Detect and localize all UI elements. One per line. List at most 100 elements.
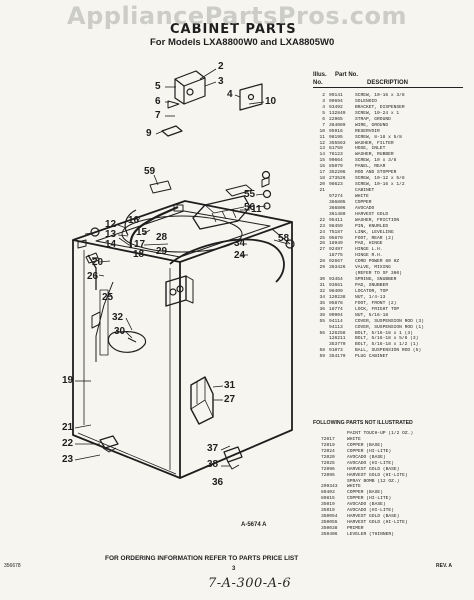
part-description: PAD, HINGE bbox=[355, 241, 383, 247]
figure-reference: A-5674 A bbox=[241, 522, 267, 528]
part-number: 350055 bbox=[321, 520, 338, 526]
part-number: 72024 bbox=[321, 448, 335, 454]
part-number: 89815 bbox=[321, 496, 335, 502]
part-description: SOLENOID bbox=[355, 98, 378, 104]
col-description-label: DESCRIPTION bbox=[367, 80, 409, 86]
callout-25: 25 bbox=[102, 292, 114, 303]
part-number: 354179 bbox=[329, 354, 346, 360]
dispenser-assembly bbox=[192, 184, 253, 230]
part-description: SCREW, 10-12 x 5/8 bbox=[355, 176, 405, 182]
not-illustrated-heading: FOLLOWING PARTS NOT ILLUSTRATED bbox=[313, 420, 413, 426]
part-number: 364089 bbox=[329, 122, 346, 128]
callout-6: 6 bbox=[155, 96, 161, 107]
part-number: 92667 bbox=[329, 259, 343, 265]
part-description: AVOCADO (HI-LITE) bbox=[347, 460, 394, 466]
part-illus-no: 22 bbox=[319, 217, 325, 223]
part-number: 132849 bbox=[329, 110, 346, 116]
part-description: PLUG CABINET bbox=[355, 354, 389, 360]
part-number: 350406 bbox=[321, 531, 338, 537]
part-number: 98195 bbox=[329, 134, 343, 140]
part-illus-no: 4 bbox=[322, 104, 325, 110]
callout-32: 32 bbox=[112, 312, 124, 323]
part-number: 94113 bbox=[329, 324, 343, 330]
part-number: 93492 bbox=[329, 104, 343, 110]
part-number: 90664 bbox=[329, 158, 343, 164]
parts-row: 11 98195 SCREW, 8-18 x 5/8 bbox=[313, 135, 468, 141]
revision: REV. A bbox=[436, 563, 453, 569]
part-description: LOCATOR, TOP bbox=[355, 288, 389, 294]
part-number: 98409 bbox=[329, 288, 343, 294]
part-illus-no: 36 bbox=[319, 306, 325, 312]
callout-31: 31 bbox=[224, 380, 236, 391]
part-illus-no: 17 bbox=[319, 170, 325, 176]
part-illus-no: 59 bbox=[319, 354, 325, 360]
callout-27: 27 bbox=[224, 394, 236, 405]
doc-number: 356678 bbox=[4, 563, 21, 569]
callout-9: 9 bbox=[146, 128, 152, 139]
part-number: 97274 bbox=[329, 193, 343, 199]
callout-20: 20 bbox=[92, 257, 104, 268]
callout-38: 38 bbox=[207, 459, 219, 470]
part-illus-no: 58 bbox=[319, 348, 325, 354]
part-illus-no: 55 bbox=[319, 318, 325, 324]
callout-14: 14 bbox=[105, 239, 117, 250]
part-illus-no: 35 bbox=[319, 300, 325, 306]
part-illus-no: 31 bbox=[319, 283, 325, 288]
col-illus-label: Illus. bbox=[313, 72, 327, 78]
part-illus-no: 34 bbox=[319, 294, 325, 300]
col-no-label: No. bbox=[313, 80, 323, 86]
part-description: SCREW, 10-16 x 1/2 bbox=[355, 182, 405, 188]
power-cord bbox=[169, 238, 285, 283]
callout-3: 3 bbox=[218, 76, 224, 87]
callout-26: 26 bbox=[87, 271, 99, 282]
part-number: 89403 bbox=[321, 490, 335, 496]
callout-58: 58 bbox=[278, 233, 290, 244]
part-description: WHITE bbox=[347, 484, 361, 490]
part-number: 22965 bbox=[329, 116, 343, 122]
callout-4: 4 bbox=[227, 89, 233, 100]
part-number: 93454 bbox=[329, 277, 343, 283]
part-description: BALL, SUSPENSION ROD (5) bbox=[355, 348, 422, 354]
parts-row: 59 354179 PLUG CABINET bbox=[313, 354, 468, 360]
part-description: VALVE, MIXING bbox=[355, 265, 391, 271]
part-number: 75187 bbox=[329, 229, 343, 235]
callout-21: 21 bbox=[62, 422, 74, 433]
part-illus-no: 21 bbox=[319, 188, 325, 193]
cabinet bbox=[72, 200, 293, 479]
callout-23: 23 bbox=[62, 454, 74, 465]
part-illus-no: 25 bbox=[319, 235, 325, 241]
callout-36: 36 bbox=[212, 477, 224, 488]
part-number: 18774 bbox=[329, 306, 343, 312]
handwritten-note: 7-A-300-A-6 bbox=[208, 576, 292, 591]
part-illus-no: 10 bbox=[319, 128, 325, 134]
part-description: WASHER, FILTER bbox=[355, 140, 394, 146]
part-description: NUT, 5/16-18 bbox=[355, 312, 389, 318]
part-number: 126211 bbox=[329, 336, 346, 342]
not-illustrated-row: SPRAY BOMB (12 OZ.) bbox=[313, 479, 468, 485]
part-illus-no: 29 bbox=[319, 265, 325, 271]
part-description: CABINET bbox=[355, 188, 375, 193]
part-illus-no: 38 bbox=[319, 312, 325, 318]
part-number: 18775 bbox=[329, 253, 343, 259]
part-number: 95879 bbox=[329, 235, 343, 241]
part-description: SCREW, 8-18 x 5/8 bbox=[355, 134, 402, 140]
part-illus-no: 14 bbox=[319, 152, 325, 158]
part-number: 85079 bbox=[329, 164, 343, 170]
part-illus-no: 11 bbox=[319, 134, 325, 140]
